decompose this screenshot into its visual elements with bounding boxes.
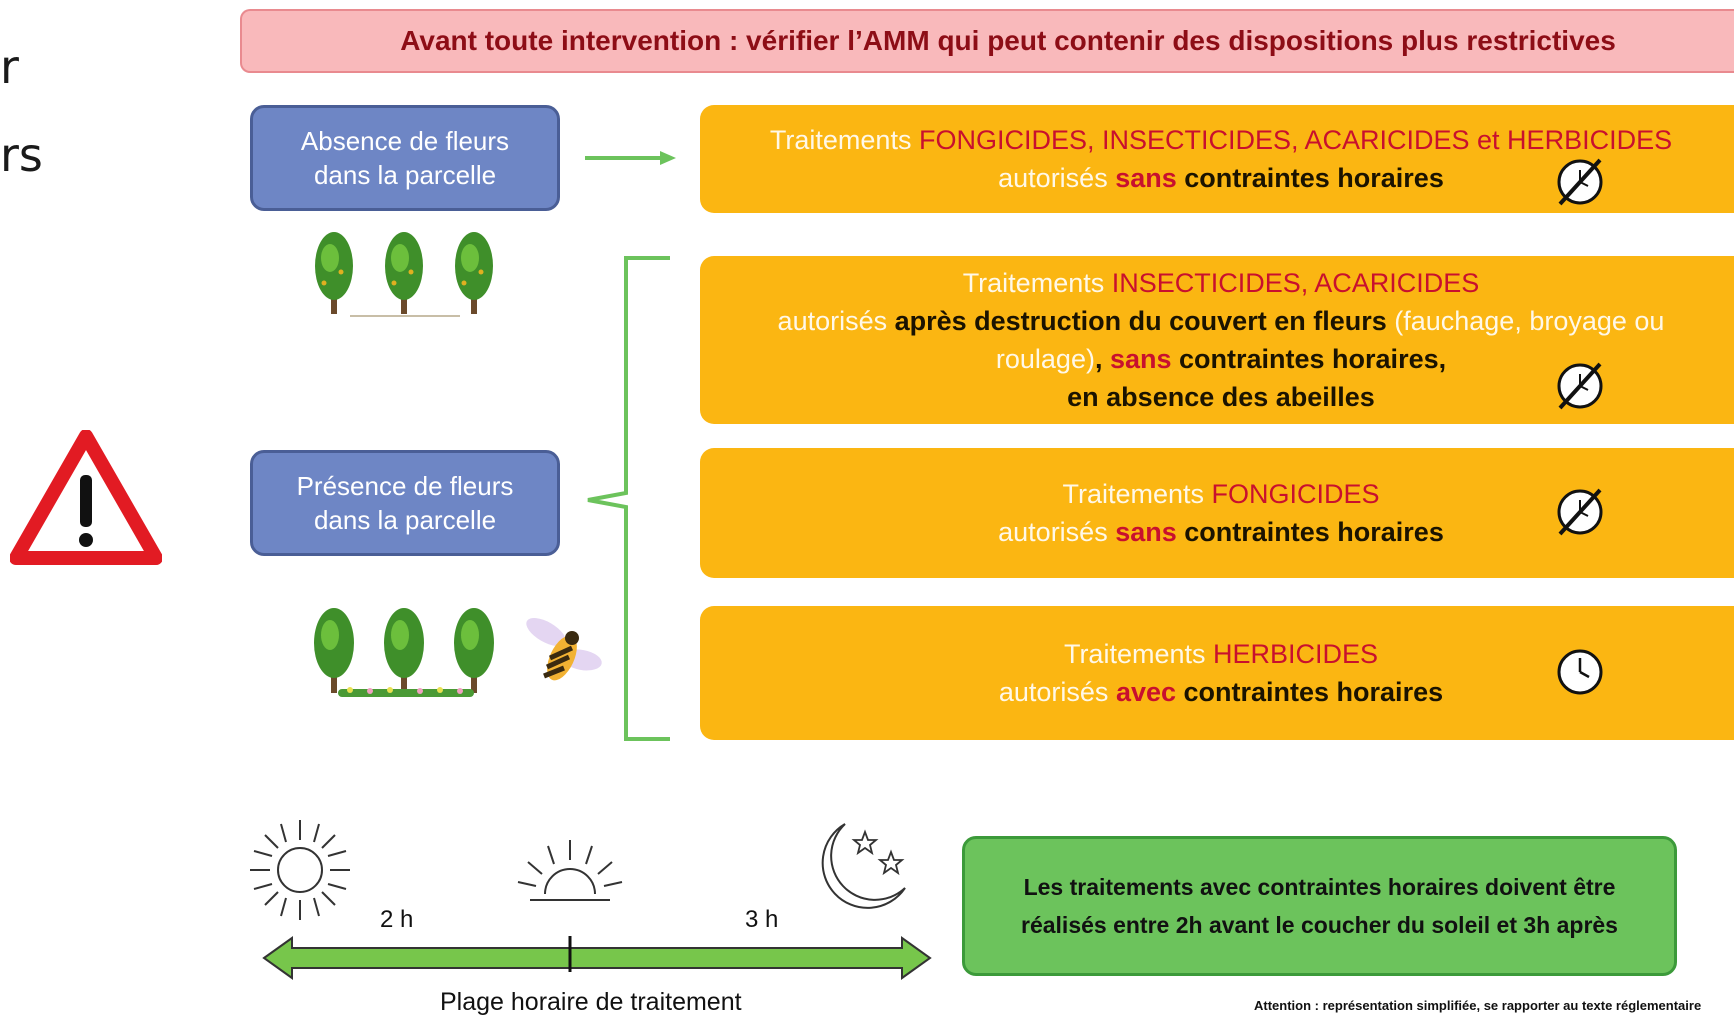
no-time-constraint-icon bbox=[1557, 488, 1603, 536]
treatment-3-line-2: autorisés sans contraintes horaires bbox=[998, 517, 1444, 547]
footnote: Attention : représentation simplifiée, s… bbox=[1254, 998, 1702, 1013]
clipped-text-line-2: rs bbox=[0, 128, 43, 182]
amm-warning-banner: Avant toute intervention : vérifier l’AM… bbox=[240, 9, 1734, 73]
treatment-2-line-4: en absence des abeilles bbox=[1067, 382, 1375, 412]
treatment-2-line-1: Traitements INSECTICIDES, ACARICIDES bbox=[962, 268, 1480, 298]
presence-of-flowers-box: Présence de fleurs dans la parcelle bbox=[250, 450, 560, 556]
treatment-box-herbicides: Traitements HERBICIDES autorisés avec co… bbox=[700, 606, 1734, 740]
time-range-arrow bbox=[262, 936, 932, 980]
absence-of-flowers-box: Absence de fleurs dans la parcelle bbox=[250, 105, 560, 211]
trees-with-flowers-icon bbox=[314, 608, 494, 697]
moon-icon bbox=[821, 823, 906, 909]
sun-icon bbox=[250, 820, 350, 920]
no-time-constraint-icon bbox=[1557, 362, 1603, 410]
sunset-icon bbox=[517, 840, 623, 901]
time-constraint-info-box: Les traitements avec contraintes horaire… bbox=[962, 836, 1677, 976]
time-range-caption: Plage horaire de traitement bbox=[440, 988, 742, 1016]
arrow-icon bbox=[585, 151, 676, 165]
treatment-1-line-2: autorisés sans contraintes horaires bbox=[998, 163, 1444, 193]
warning-icon bbox=[10, 430, 162, 565]
absence-line-1: Absence de fleurs bbox=[300, 126, 510, 156]
bracket-icon bbox=[587, 256, 670, 741]
info-line-2: réalisés entre 2h avant le coucher du so… bbox=[1021, 912, 1618, 938]
clipped-text-line-1: r bbox=[0, 40, 19, 94]
presence-line-2: dans la parcelle bbox=[313, 505, 497, 535]
no-time-constraint-icon bbox=[1557, 158, 1603, 206]
treatment-4-line-2: autorisés avec contraintes horaires bbox=[998, 677, 1444, 707]
clock-icon bbox=[1557, 649, 1603, 695]
bee-icon bbox=[526, 618, 602, 681]
treatment-2-line-3: roulage), sans contraintes horaires, bbox=[995, 344, 1447, 374]
after-sunset-duration: 3 h bbox=[745, 906, 779, 933]
treatment-3-line-1: Traitements FONGICIDES bbox=[1062, 479, 1380, 509]
treatment-2-line-2: autorisés après destruction du couvert e… bbox=[777, 306, 1665, 336]
banner-text: Avant toute intervention : vérifier l’AM… bbox=[400, 25, 1616, 56]
before-sunset-duration: 2 h bbox=[380, 906, 414, 933]
trees-no-flowers-icon bbox=[315, 232, 493, 317]
info-line-1: Les traitements avec contraintes horaire… bbox=[1023, 874, 1616, 900]
treatment-1-line-1: Traitements FONGICIDES, INSECTICIDES, AC… bbox=[769, 125, 1673, 155]
absence-line-2: dans la parcelle bbox=[313, 160, 497, 190]
treatment-4-line-1: Traitements HERBICIDES bbox=[1063, 639, 1379, 669]
presence-line-1: Présence de fleurs bbox=[296, 471, 514, 501]
